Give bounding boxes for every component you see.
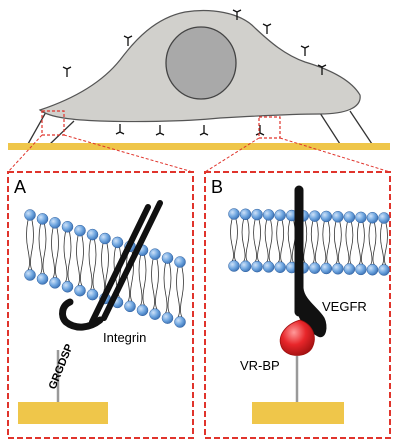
highlight-box-a <box>41 110 65 136</box>
lipid-tails <box>230 218 238 262</box>
lipid-tails <box>76 235 84 286</box>
lipid-head-inner <box>61 281 74 293</box>
lipid-tails <box>276 220 285 263</box>
substrate-block-b <box>252 402 344 424</box>
panel-a-frame <box>7 171 194 439</box>
lipid-head-outer <box>149 248 161 260</box>
lipid-tails <box>345 221 354 265</box>
lipid-head-inner <box>49 277 61 289</box>
lipid-tails <box>88 239 97 290</box>
lipid-head-inner <box>149 308 161 320</box>
lipid-head-outer <box>61 221 74 233</box>
lipid-tails <box>241 219 250 262</box>
lipid-tails <box>357 222 365 265</box>
substrate-block-a <box>18 402 108 424</box>
lipid-head-outer <box>262 209 275 221</box>
lipid-head-inner <box>274 261 286 273</box>
lipid-tails <box>322 221 331 264</box>
lipid-head-inner <box>262 261 275 273</box>
lipid-head-outer <box>86 228 99 241</box>
lipid-tails <box>333 221 342 265</box>
lipid-head-outer <box>36 213 49 225</box>
vr-bp-label: VR-BP <box>240 358 280 373</box>
lipid-head-outer <box>320 210 333 223</box>
lipid-head-inner <box>36 273 49 285</box>
lipid-head-inner <box>366 263 379 276</box>
substrate-bar <box>8 143 390 150</box>
lipid-head-outer <box>74 224 86 237</box>
vegfr-receptor <box>294 185 327 338</box>
lipid-head-inner <box>161 312 174 324</box>
lipid-head-inner <box>320 262 333 275</box>
lipid-tails <box>368 222 377 265</box>
peptide-sequence: GRGDSP <box>47 342 76 391</box>
lipid-head-inner <box>124 300 136 313</box>
lipid-head-outer <box>111 236 124 249</box>
lipid-head-outer <box>309 210 321 222</box>
lipid-tails <box>310 221 319 264</box>
lipid-tails <box>26 219 34 271</box>
lipid-tails <box>176 266 184 318</box>
panel-a-letter: A <box>14 177 26 197</box>
lipid-head-inner <box>355 263 367 276</box>
lipid-tails <box>51 227 59 279</box>
lipid-head-inner <box>332 263 344 275</box>
highlight-box-b <box>258 116 281 139</box>
panel-a: A GRGDSP Integrin <box>7 171 194 439</box>
lipid-tails <box>163 263 172 314</box>
lipid-head-outer <box>366 211 379 224</box>
lipid-head-inner <box>136 304 149 316</box>
integrin-receptor <box>59 200 163 331</box>
integrin-label: Integrin <box>103 330 146 345</box>
lipid-head-outer <box>332 211 344 223</box>
lipid-head-inner <box>228 260 240 272</box>
lipid-head-outer <box>174 256 186 268</box>
lipid-head-outer <box>24 209 36 221</box>
lipid-head-outer <box>274 209 286 221</box>
lipid-head-outer <box>239 208 252 221</box>
cell-overview <box>7 9 391 173</box>
lipid-head-inner <box>251 260 263 273</box>
lipid-tails <box>253 219 261 262</box>
lipid-head-inner <box>343 263 356 275</box>
panel-b-frame <box>204 171 391 439</box>
anchor-lines <box>27 110 373 145</box>
lipid-head-outer <box>343 211 356 223</box>
lipid-tails <box>380 222 388 266</box>
lipid-head-outer <box>355 211 367 224</box>
surface-receptors <box>62 9 327 136</box>
vr-bp-ligand <box>279 319 315 356</box>
lipid-head-inner <box>378 264 390 276</box>
lipid-head-inner <box>86 288 99 301</box>
lipid-tails <box>138 255 147 306</box>
lipid-head-inner <box>174 316 186 328</box>
lipid-head-outer <box>49 217 61 229</box>
lipid-head-outer <box>251 208 263 221</box>
lipid-head-inner <box>24 269 36 281</box>
lipid-head-outer <box>161 252 174 264</box>
lipid-head-outer <box>99 232 111 245</box>
lipid-head-inner <box>309 262 321 274</box>
lipid-head-outer <box>228 208 240 220</box>
lipid-head-inner <box>74 284 86 297</box>
lipid-tails <box>38 223 47 275</box>
lipid-head-outer <box>378 212 390 224</box>
lipid-tails <box>264 219 273 263</box>
nucleus <box>165 26 237 100</box>
zoom-guides <box>7 134 391 173</box>
lipid-tails <box>63 231 72 282</box>
panel-b-letter: B <box>211 177 223 197</box>
lipid-tails <box>287 220 296 263</box>
lipid-bilayer-b <box>228 208 390 276</box>
lipid-tails <box>151 259 159 310</box>
panel-b: B VEGFR VR-BP <box>204 171 391 439</box>
lipid-head-inner <box>239 260 252 273</box>
vegfr-label: VEGFR <box>322 299 367 314</box>
